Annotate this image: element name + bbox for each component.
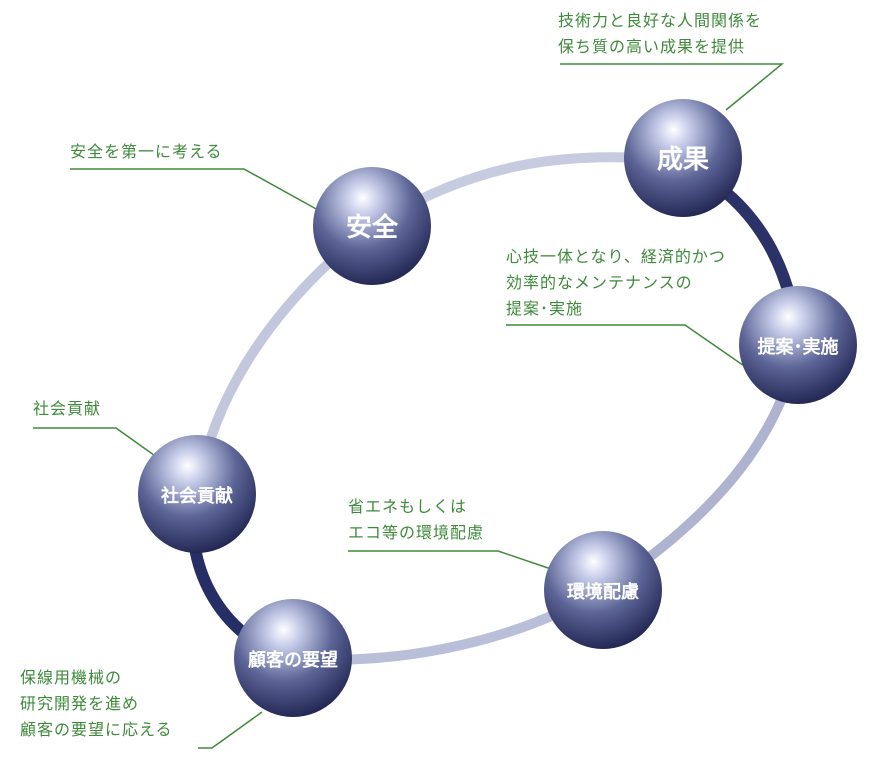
annotation-line: エコ等の環境配慮 xyxy=(348,523,485,542)
leader-lines xyxy=(33,63,785,749)
sphere xyxy=(234,599,352,717)
annotation-line: 省エネもしくは xyxy=(348,497,468,516)
annotation-line: 効率的なメンテナンスの xyxy=(506,273,693,292)
leader-line-environment xyxy=(348,550,555,571)
sphere xyxy=(138,435,256,553)
annotation-safety: 安全を第一に考える xyxy=(70,139,223,165)
annotation-line: 保ち質の高い成果を提供 xyxy=(558,37,746,56)
annotation-proposal: 心技一体となり、経済的かつ 効率的なメンテナンスの 提案･実施 xyxy=(506,244,726,322)
annotation-line: 心技一体となり、経済的かつ xyxy=(506,247,726,266)
node-social-label: 社会貢献 xyxy=(161,485,233,507)
annotation-customer: 保線用機械の 研究開発を進め 顧客の要望に応える xyxy=(20,665,173,743)
node-result: 成果 xyxy=(624,99,742,217)
leader-line-safety xyxy=(70,168,319,211)
leader-line-result xyxy=(560,63,785,111)
sphere xyxy=(544,531,662,649)
node-social: 社会貢献 xyxy=(138,435,256,553)
node-environment-label: 環境配慮 xyxy=(567,581,639,603)
sphere xyxy=(624,99,742,217)
annotation-line: 提案･実施 xyxy=(506,299,584,318)
node-customer: 顧客の要望 xyxy=(234,599,352,717)
leader-line-customer xyxy=(198,711,263,749)
cycle-ring xyxy=(187,152,804,665)
node-proposal: 提案･実施 xyxy=(739,286,857,404)
annotation-result: 技術力と良好な人間関係を 保ち質の高い成果を提供 xyxy=(558,8,762,60)
annotation-line: 安全を第一に考える xyxy=(70,142,223,161)
node-safety: 安全 xyxy=(313,167,431,285)
node-environment: 環境配慮 xyxy=(544,531,662,649)
node-proposal-label: 提案･実施 xyxy=(758,336,839,358)
annotation-line: 研究開発を進め xyxy=(20,694,140,713)
leader-line-social xyxy=(33,427,159,459)
annotation-line: 顧客の要望に応える xyxy=(20,720,173,739)
sphere xyxy=(739,286,857,404)
node-safety-label: 安全 xyxy=(346,212,399,243)
sphere xyxy=(313,167,431,285)
annotation-line: 保線用機械の xyxy=(20,668,123,687)
annotation-social: 社会貢献 xyxy=(33,396,101,422)
annotation-environment: 省エネもしくは エコ等の環境配慮 xyxy=(348,494,484,546)
annotation-line: 社会貢献 xyxy=(33,399,102,418)
leader-line-proposal xyxy=(506,324,751,371)
annotation-line: 技術力と良好な人間関係を xyxy=(558,11,763,30)
node-customer-label: 顧客の要望 xyxy=(248,649,338,671)
node-result-label: 成果 xyxy=(657,145,709,175)
